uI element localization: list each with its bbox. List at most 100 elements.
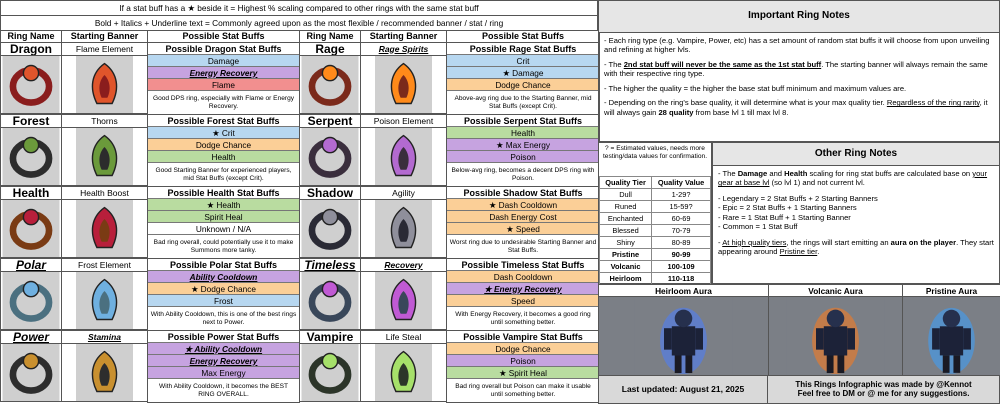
aura-card: Heirloom Aura [598, 284, 769, 376]
quality-value: 15-59? [651, 200, 711, 213]
stat-buff: Crit [447, 55, 599, 67]
legend-star-text: If a stat buff has a ★ beside it = Highe… [119, 2, 479, 13]
important-notes-title: Important Ring Notes [598, 0, 1000, 33]
legend-recommend-note: Bold + Italics + Underline text = Common… [0, 15, 598, 31]
quality-tier: Pristine [598, 248, 653, 261]
ring-description: With Ability Cooldown, it becomes the BE… [159, 383, 288, 398]
aura-label: Pristine Aura [903, 285, 1000, 297]
ring-name: Polar [15, 258, 46, 272]
banner-icon [360, 127, 447, 186]
ring-name-cell: Dragon [0, 42, 62, 56]
other-note-epic: - Epic = 2 Stat Buffs + 1 Starting Banne… [718, 203, 857, 213]
ring-icon [0, 199, 62, 258]
quality-tier: Heirloom [598, 272, 653, 285]
stat-buff: Max Energy [148, 367, 299, 379]
aura-label: Heirloom Aura [599, 285, 768, 297]
ring-name-cell: Health [0, 186, 62, 200]
banner-icon [61, 343, 148, 402]
quality-tier: Volcanic [598, 260, 653, 273]
stat-buff: Poison [447, 355, 599, 367]
ring-name-cell: Vampire [299, 330, 361, 344]
stat-buff: Poison [447, 151, 599, 163]
ring-icon [0, 343, 62, 402]
stat-buff: Energy Recovery [148, 67, 299, 79]
other-notes-body: - The Damage and Health scaling for ring… [712, 165, 1000, 284]
stat-buff: Energy Recovery [148, 355, 299, 367]
banner-name: Recovery [384, 259, 423, 270]
quality-tier: Enchanted [598, 212, 653, 225]
aura-card: Volcanic Aura [768, 284, 903, 376]
ring-icon [299, 55, 361, 114]
stat-buffs-title: Possible Polar Stat Buffs [148, 259, 299, 271]
other-notes-title: Other Ring Notes [712, 142, 1000, 166]
other-note-aura: - At high quality tiers, the rings will … [718, 237, 994, 257]
stat-buff: Health [148, 151, 299, 163]
other-notes-title-text: Other Ring Notes [814, 147, 898, 159]
legend-star-note: If a stat buff has a ★ beside it = Highe… [0, 0, 598, 16]
last-updated: Last updated: August 21, 2025 [598, 375, 768, 404]
ring-block-timeless: Timeless Recovery Possible Timeless Stat… [299, 258, 600, 331]
stat-buffs-title: Possible Rage Stat Buffs [447, 43, 599, 55]
ring-block-health: Health Health Boost Possible Health Stat… [0, 186, 300, 259]
banner-name-cell: Thorns [61, 114, 148, 128]
legend-recommend-text: Bold + Italics + Underline text = Common… [94, 17, 504, 28]
stat-buffs-panel: Possible Timeless Stat Buffs Dash Cooldo… [446, 258, 600, 331]
ring-block-rage: Rage Rage Spirits Possible Rage Stat Buf… [299, 42, 600, 115]
stat-buff: Dash Energy Cost [447, 211, 599, 223]
banner-name-cell: Poison Element [360, 114, 447, 128]
banner-icon [61, 55, 148, 114]
ring-description: Above-avg ring due to the Starting Banne… [454, 95, 592, 110]
stat-buff: Health [447, 127, 599, 139]
stat-buff: Speed [447, 295, 599, 307]
important-note-2: - The 2nd stat buff will never be the sa… [604, 59, 988, 79]
ring-description: Bad ring overall but Poison can make it … [455, 383, 591, 398]
stat-buff: Dodge Chance [447, 79, 599, 91]
important-note-3: - The higher the quality = the higher th… [604, 83, 907, 93]
banner-name: Flame Element [75, 43, 134, 54]
banner-name-cell: Agility [360, 186, 447, 200]
ring-block-dragon: Dragon Flame Element Possible Dragon Sta… [0, 42, 300, 115]
ring-name-cell: Polar [0, 258, 62, 272]
credits: This Rings Infographic was made by @Kenn… [767, 375, 1000, 404]
stat-buffs-panel: Possible Polar Stat Buffs Ability Cooldo… [147, 258, 300, 331]
important-note-1: - Each ring type (e.g. Vampire, Power, e… [604, 36, 990, 55]
other-note-legendary: - Legendary = 2 Stat Buffs + 2 Starting … [718, 193, 878, 203]
aura-image [903, 297, 1000, 375]
stat-buffs-panel: Possible Shadow Stat Buffs ★ Dash Cooldo… [446, 186, 600, 259]
banner-name: Stamina [87, 331, 122, 342]
stat-buff: Dash Cooldown [447, 271, 599, 283]
stat-buff: Spirit Heal [148, 211, 299, 223]
important-notes-title-text: Important Ring Notes [748, 10, 850, 22]
ring-icon [0, 271, 62, 330]
banner-icon [61, 127, 148, 186]
banner-icon [360, 343, 447, 402]
quality-panel: ? = Estimated values, needs more testing… [598, 142, 712, 285]
ring-icon [299, 127, 361, 186]
ring-name: Power [12, 330, 49, 344]
banner-name-cell: Frost Element [61, 258, 148, 272]
credit-line-2: Feel free to DM or @ me for any suggesti… [797, 388, 970, 398]
ring-icon [299, 199, 361, 258]
ring-name-cell: Rage [299, 42, 361, 56]
quality-value: 1-29? [651, 188, 711, 201]
quality-note: ? = Estimated values, needs more testing… [602, 145, 708, 160]
stat-buffs-title: Possible Forest Stat Buffs [148, 115, 299, 127]
stat-buff: ★ Ability Cooldown [148, 343, 299, 355]
ring-name-cell: Timeless [299, 258, 361, 272]
stat-buff: Dodge Chance [447, 343, 599, 355]
stat-buff: Flame [148, 79, 299, 91]
banner-icon [61, 199, 148, 258]
stat-buffs-panel: Possible Power Stat Buffs ★ Ability Cool… [147, 330, 300, 403]
ring-description: With Energy Recovery, it becomes a good … [455, 311, 591, 326]
aura-card: Pristine Aura [902, 284, 1000, 376]
other-note-common: - Common = 1 Stat Buff [718, 222, 798, 232]
banner-name: Frost Element [78, 259, 131, 270]
banner-name-cell: Life Steal [360, 330, 447, 344]
banner-name: Rage Spirits [378, 43, 429, 54]
